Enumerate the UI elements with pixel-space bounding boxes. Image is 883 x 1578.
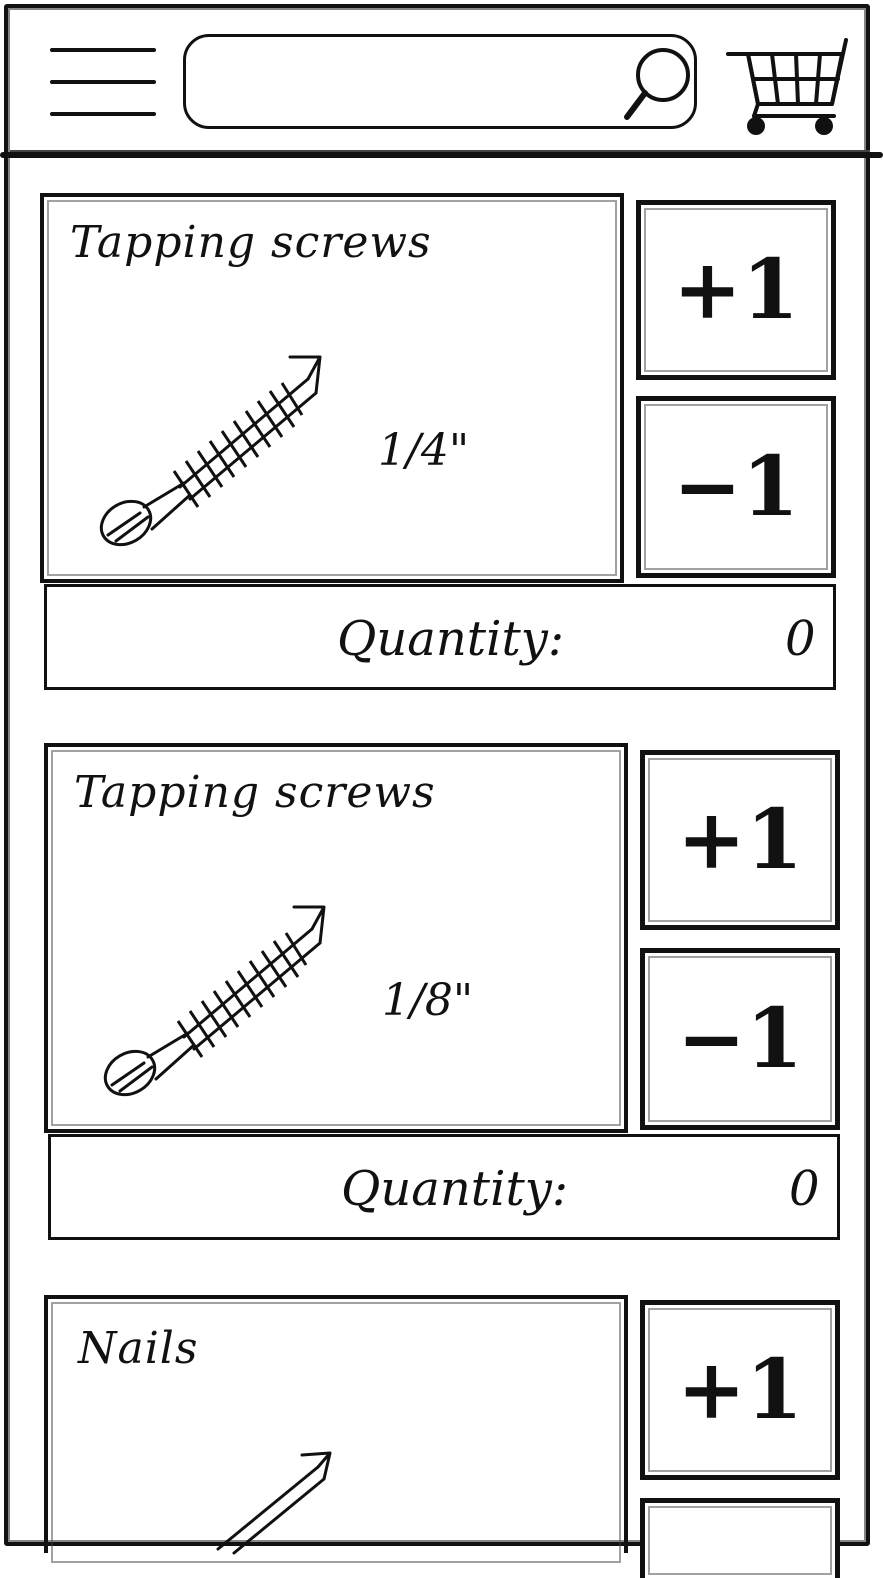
product-card[interactable]: Nails (44, 1295, 628, 1563)
quantity-label: Quantity: (337, 611, 565, 667)
product-card[interactable]: Tapping screws 1/8" (44, 743, 628, 1133)
decrement-button[interactable]: −1 (640, 948, 840, 1130)
quantity-value: 0 (785, 611, 816, 667)
device-frame (4, 4, 870, 1546)
decrement-label: −1 (673, 439, 799, 535)
header-divider-shadow (10, 150, 870, 152)
increment-button[interactable]: +1 (640, 750, 840, 930)
increment-label: +1 (677, 792, 803, 888)
quantity-value: 0 (789, 1161, 820, 1217)
decrement-button[interactable]: −1 (636, 396, 836, 578)
search-bar (183, 34, 697, 129)
shopping-cart-icon[interactable] (724, 32, 854, 138)
product-title: Nails (78, 1323, 199, 1374)
increment-label: +1 (673, 242, 799, 338)
screw-icon (103, 905, 326, 1097)
screw-icon (99, 355, 322, 547)
decrement-label: −1 (677, 991, 803, 1087)
product-title: Tapping screws (74, 767, 436, 818)
nail-icon (216, 1451, 332, 1555)
increment-button[interactable]: +1 (640, 1300, 840, 1480)
increment-button[interactable]: +1 (636, 200, 836, 380)
product-size: 1/8" (382, 975, 474, 1026)
header-divider (0, 152, 883, 158)
increment-label: +1 (677, 1342, 803, 1438)
hamburger-menu-icon[interactable] (50, 44, 156, 120)
product-title: Tapping screws (70, 217, 432, 268)
quantity-label: Quantity: (341, 1161, 569, 1217)
product-card[interactable]: Tapping screws 1/4" (40, 193, 624, 583)
quantity-box: Quantity: 0 (44, 584, 836, 690)
quantity-box: Quantity: 0 (48, 1134, 840, 1240)
decrement-button[interactable] (640, 1498, 840, 1578)
search-input[interactable] (206, 47, 630, 119)
search-icon[interactable] (623, 45, 693, 121)
product-size: 1/4" (378, 425, 470, 476)
